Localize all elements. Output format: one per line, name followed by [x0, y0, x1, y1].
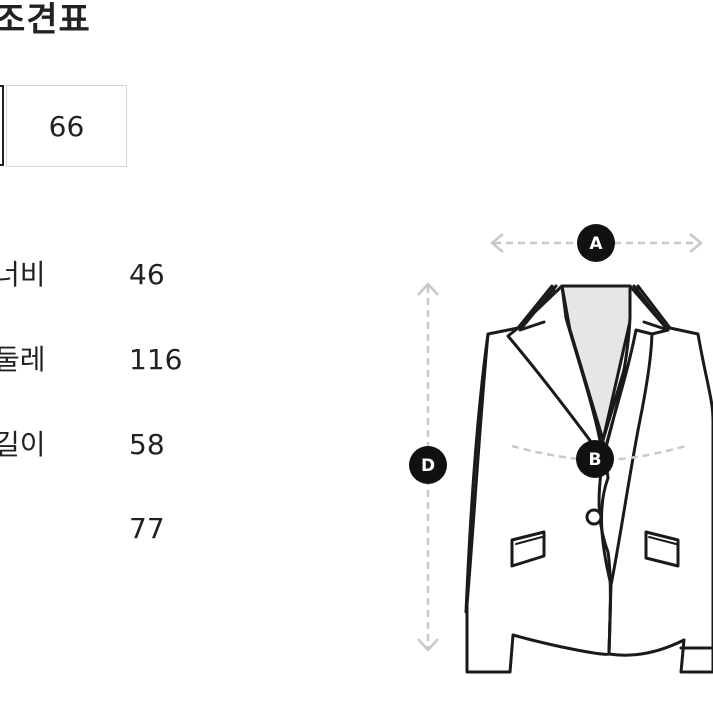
measurement-value-length: 58	[129, 428, 165, 461]
size-cell-selected[interactable]: 66	[6, 85, 127, 167]
measurement-label-width: 너비	[0, 258, 46, 291]
marker-a: A	[577, 224, 615, 262]
marker-b-label: B	[589, 450, 602, 470]
measurement-value-width: 46	[129, 258, 165, 291]
jacket-button-icon	[585, 508, 603, 526]
marker-d-label: D	[421, 456, 435, 476]
marker-a-label: A	[589, 234, 603, 254]
page-title: 조견표	[0, 0, 91, 40]
marker-b: B	[576, 440, 614, 478]
measurement-label-circumference: 둘레	[0, 343, 46, 376]
measurement-label-length: 길이	[0, 428, 46, 461]
jacket-outline	[464, 284, 713, 674]
marker-d: D	[409, 446, 447, 484]
size-cell-previous[interactable]	[0, 85, 4, 166]
measurement-value-circumference: 116	[129, 343, 183, 376]
measurement-value-sleeve: 77	[129, 512, 165, 545]
